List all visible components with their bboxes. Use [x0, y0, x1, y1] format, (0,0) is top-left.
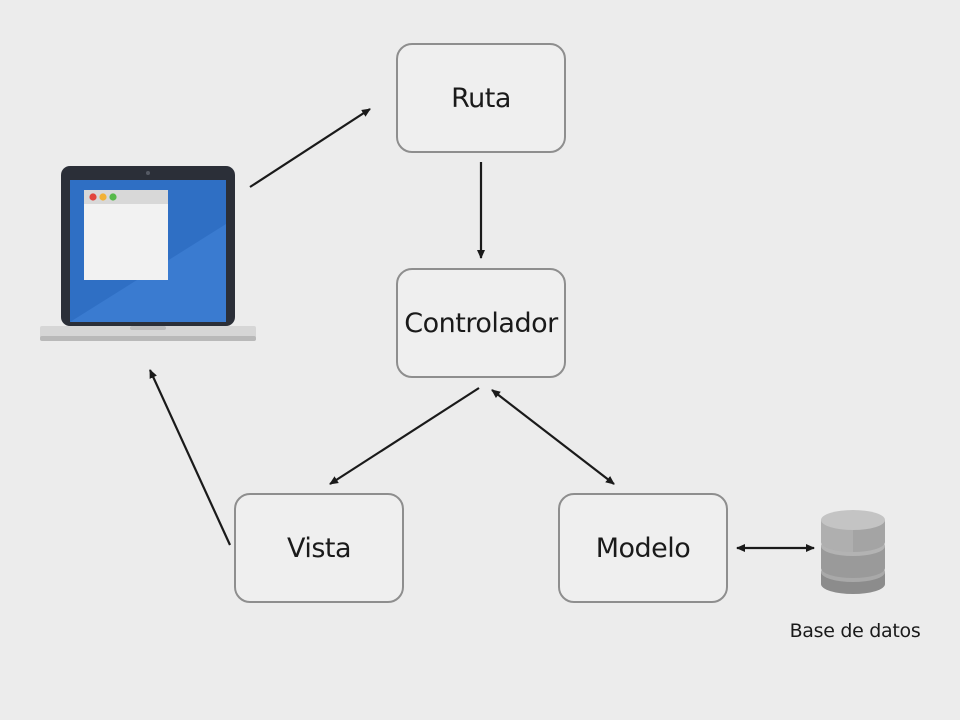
- node-vista: Vista: [234, 493, 404, 603]
- arrow-controlador-to-vista: [329, 387, 480, 485]
- node-ruta-label: Ruta: [451, 82, 511, 114]
- node-modelo-label: Modelo: [595, 532, 691, 564]
- arrow-vista-to-laptop: [148, 369, 232, 546]
- node-vista-label: Vista: [286, 532, 352, 564]
- laptop-icon: [40, 166, 256, 341]
- node-controlador-label: Controlador: [404, 307, 558, 339]
- database-icon: [821, 510, 885, 594]
- arrow-controlador-modelo: [491, 389, 615, 485]
- node-ruta: Ruta: [396, 43, 566, 153]
- database-label: Base de datos: [789, 620, 921, 642]
- node-modelo: Modelo: [558, 493, 728, 603]
- arrow-laptop-to-ruta: [249, 108, 371, 188]
- node-controlador: Controlador: [396, 268, 566, 378]
